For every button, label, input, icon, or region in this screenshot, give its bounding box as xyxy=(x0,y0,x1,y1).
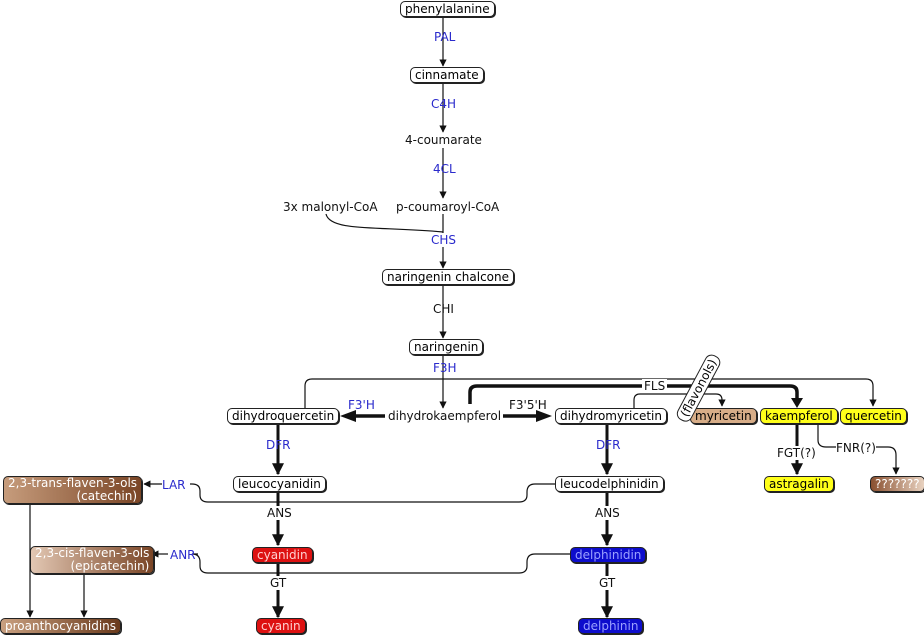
label-epicatechin: (epicatechin) xyxy=(70,559,150,573)
enzyme-ans-left: ANS xyxy=(267,506,292,520)
node-naringenin-chalcone: naringenin chalcone xyxy=(382,269,515,285)
edge-myr xyxy=(633,393,726,408)
arrowhead-f35h xyxy=(536,410,552,422)
node-myricetin: myricetin xyxy=(690,408,757,424)
enzyme-f3prime-h: F3'H xyxy=(348,398,375,412)
node-dihydroquercetin: dihydroquercetin xyxy=(227,408,340,424)
node-malonyl-coa: 3x malonyl-CoA xyxy=(283,200,378,214)
enzyme-chs: CHS xyxy=(431,233,457,247)
edge-fls-line xyxy=(304,378,877,408)
enzyme-pal: PAL xyxy=(434,30,456,44)
node-quercetin: quercetin xyxy=(840,408,907,424)
enzyme-ans-right: ANS xyxy=(595,506,620,520)
enzyme-4cl: 4CL xyxy=(433,162,456,176)
enzyme-dfr-right: DFR xyxy=(596,438,621,452)
node-cinnamate: cinnamate xyxy=(410,67,484,83)
arrowhead-kae xyxy=(791,398,803,408)
node-delphinin: delphinin xyxy=(578,618,644,634)
enzyme-gt-right: GT xyxy=(599,576,616,590)
node-dihydrokaempferol: dihydrokaempferol xyxy=(388,409,502,423)
enzyme-fnr: FNR(?) xyxy=(836,441,876,455)
node-leucocyanidin: leucocyanidin xyxy=(233,476,326,492)
edge-malonyl xyxy=(325,213,444,233)
node-p-coumaroyl-coa: p-coumaroyl-CoA xyxy=(396,200,500,214)
enzyme-fgt: FGT(?) xyxy=(777,446,816,460)
enzyme-f3h: F3H xyxy=(433,361,457,375)
node-trans-flaven: 2,3-trans-flaven-3-ols (catechin) xyxy=(3,476,143,504)
label-trans-flaven: 2,3-trans-flaven-3-ols xyxy=(8,476,138,490)
node-phenylalanine: phenylalanine xyxy=(400,1,495,17)
enzyme-chi: CHI xyxy=(433,302,454,316)
node-leucodelphinidin: leucodelphinidin xyxy=(555,476,664,492)
node-cyanin: cyanin xyxy=(256,618,306,634)
node-proanthocyanidins: proanthocyanidins xyxy=(0,618,122,634)
enzyme-anr: ANR xyxy=(170,548,196,562)
arrowhead-f3ph xyxy=(340,410,356,422)
node-naringenin: naringenin xyxy=(409,339,484,355)
node-4-coumarate: 4-coumarate xyxy=(405,133,482,147)
node-astragalin: astragalin xyxy=(764,476,834,492)
enzyme-dfr-left: DFR xyxy=(266,438,291,452)
label-cis-flaven: 2,3-cis-flaven-3-ols xyxy=(35,546,150,560)
enzyme-c4h: C4H xyxy=(431,97,457,111)
node-unknown: ??????? xyxy=(870,476,924,492)
enzyme-f35h: F3'5'H xyxy=(509,398,547,412)
node-kaempferol: kaempferol xyxy=(760,408,838,424)
enzyme-lar: LAR xyxy=(162,478,186,492)
label-catechin: (catechin) xyxy=(76,489,138,503)
enzyme-fls: FLS xyxy=(642,379,668,393)
edge-lar xyxy=(190,483,555,503)
edge-fls-kae xyxy=(468,384,799,404)
node-cis-flaven: 2,3-cis-flaven-3-ols (epicatechin) xyxy=(30,546,155,574)
node-delphinidin: delphinidin xyxy=(570,547,647,563)
node-dihydromyricetin: dihydromyricetin xyxy=(555,408,667,424)
node-cyanidin: cyanidin xyxy=(252,547,313,563)
enzyme-gt-left: GT xyxy=(270,576,287,590)
edge-anr xyxy=(191,553,570,574)
